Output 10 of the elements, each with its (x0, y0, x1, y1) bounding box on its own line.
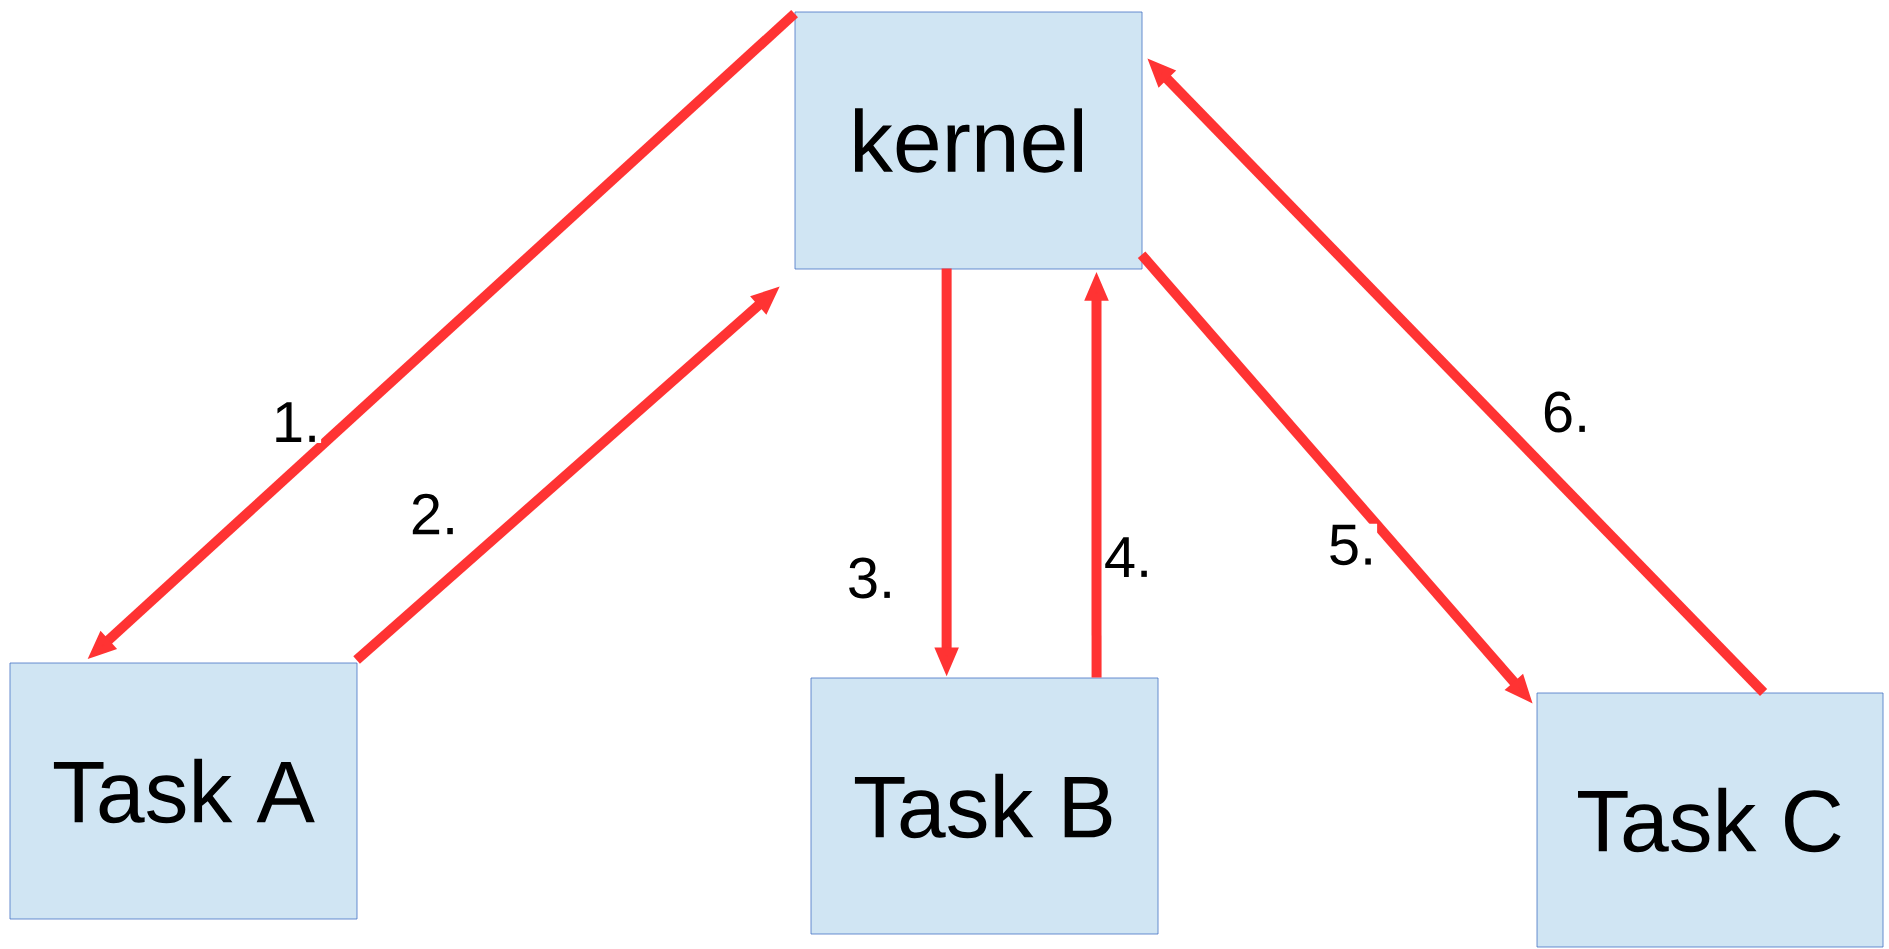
edge-label: 2. (408, 492, 460, 536)
process-box: Task B (810, 677, 1159, 935)
edge-label: 6. (1540, 390, 1592, 434)
edge-label: 5. (1326, 523, 1378, 567)
edge-label: 3. (845, 556, 897, 600)
process-box: Task A (9, 662, 358, 920)
edge-label: 1. (270, 401, 322, 443)
edge-label: 4. (1102, 536, 1154, 578)
process-box: Task C (1536, 692, 1884, 948)
process-box: kernel (794, 11, 1143, 270)
